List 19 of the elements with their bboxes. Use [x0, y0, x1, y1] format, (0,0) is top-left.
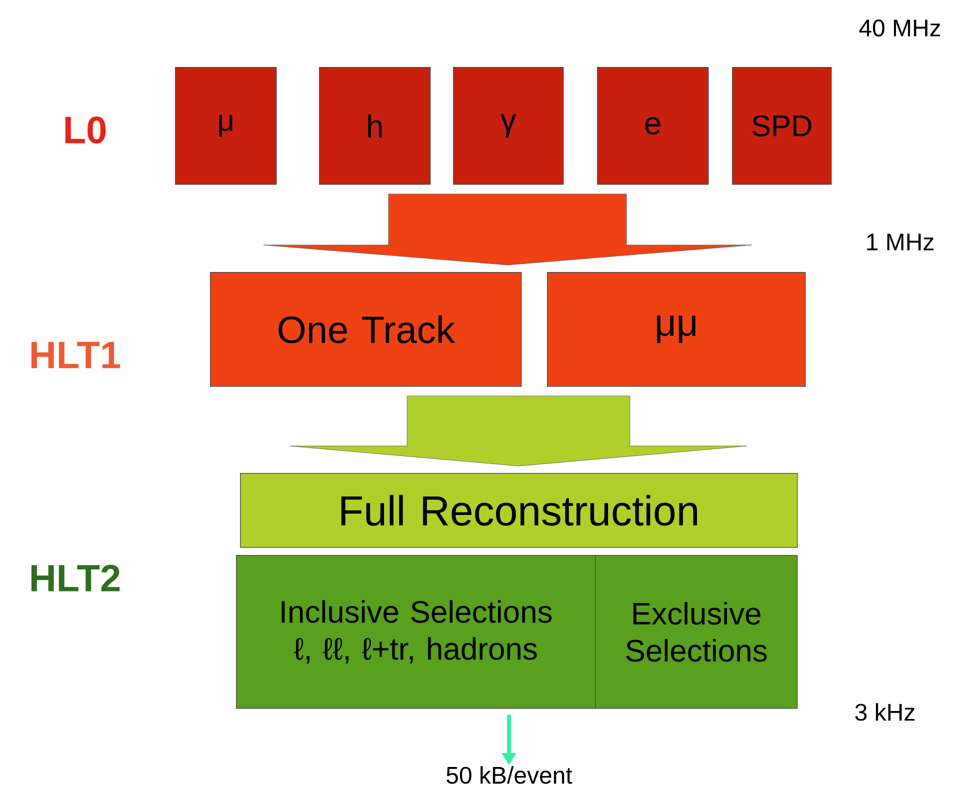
level-label: L0	[65, 116, 106, 144]
reconstruction-box: Full Reconstruction	[240, 473, 798, 548]
rate-label: 3 kHz	[855, 703, 914, 721]
rate-label: 1 MHz	[867, 234, 934, 250]
trigger-box: μ	[175, 67, 277, 185]
selection-box: Exclusive Selections	[595, 555, 798, 709]
trigger-box: One Track	[210, 272, 522, 387]
output-label: 50 kB/event	[446, 766, 572, 784]
block-arrow	[290, 396, 748, 466]
selection-box: Inclusive Selections ℓ, ℓℓ, ℓ+tr, hadrons	[236, 555, 596, 709]
trigger-box: γ	[453, 67, 564, 185]
trigger-box: h	[319, 67, 431, 185]
rate-label: 40 MHz	[859, 20, 940, 36]
trigger-box: μμ	[547, 272, 806, 387]
trigger-box: e	[597, 67, 709, 185]
trigger-box: SPD	[732, 67, 832, 185]
block-arrow	[263, 194, 752, 266]
level-label: HLT1	[31, 342, 120, 368]
level-label: HLT2	[31, 564, 120, 592]
